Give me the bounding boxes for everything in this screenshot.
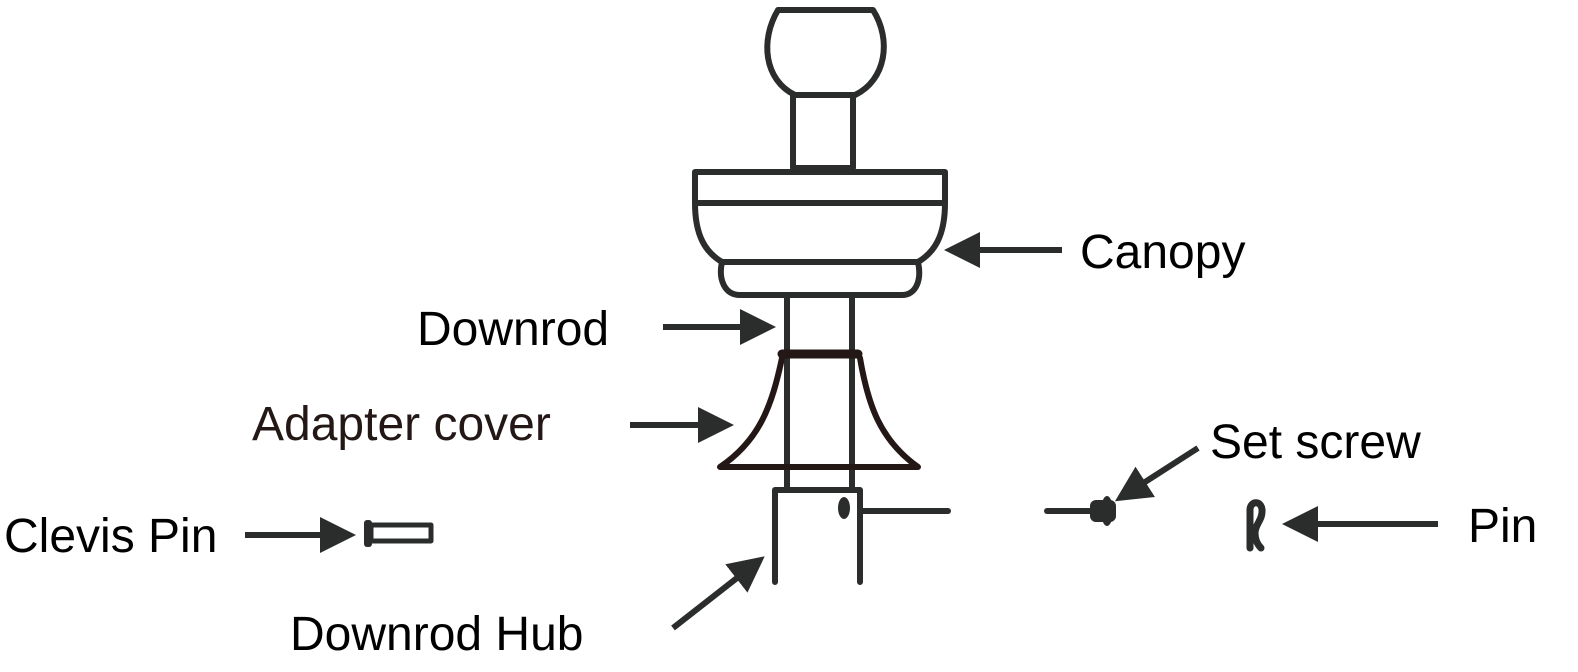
label-set-screw: Set screw	[1210, 416, 1421, 469]
label-pin: Pin	[1468, 500, 1537, 553]
adapter-cover	[717, 349, 921, 470]
pin	[1246, 499, 1266, 552]
downrod-hub	[772, 487, 951, 585]
ceiling-ball-mount	[764, 7, 887, 171]
label-canopy: Canopy	[1080, 226, 1245, 279]
hub-hole	[838, 497, 850, 519]
label-adapter-cover: Adapter cover	[252, 398, 551, 451]
label-downrod-hub: Downrod Hub	[290, 608, 583, 661]
canopy	[692, 169, 948, 298]
label-downrod: Downrod	[417, 303, 609, 356]
set-screw	[1044, 496, 1116, 526]
downrod-hub-arrow	[671, 556, 765, 631]
set-screw-arrow	[1114, 445, 1200, 502]
downrod	[784, 292, 855, 493]
label-clevis-pin: Clevis Pin	[4, 510, 217, 563]
clevis-pin	[364, 520, 434, 547]
arrows	[245, 232, 1438, 631]
